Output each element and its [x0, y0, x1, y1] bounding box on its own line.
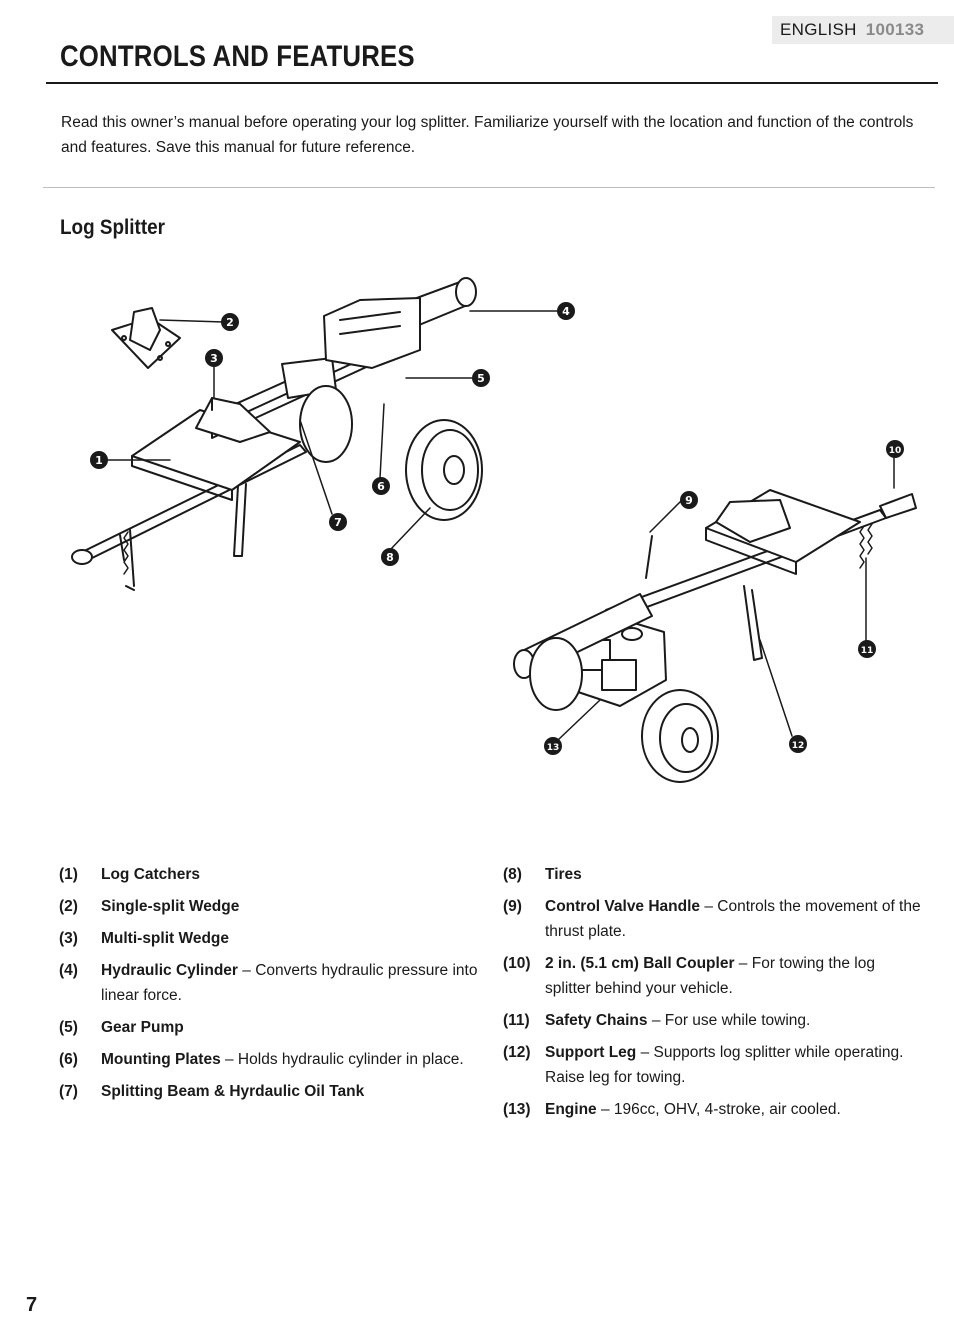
item-name: Log Catchers [101, 866, 201, 883]
callout-5-marker: 5 [472, 369, 490, 387]
list-item: (9) Control Valve Handle – Controls the m… [503, 894, 923, 944]
list-item: (7) Splitting Beam & Hyrdaulic Oil Tank [59, 1079, 479, 1104]
item-name: Hydraulic Cylinder [101, 962, 238, 979]
page-number: 7 [26, 1294, 38, 1316]
item-number: (2) [59, 898, 78, 915]
feature-list-left: (1) Log Catchers (2) Single-split Wedge (3… [59, 862, 479, 1111]
item-number: (13) [503, 1101, 531, 1118]
list-item: (5) Gear Pump [59, 1015, 479, 1040]
callout-1-label: 1 [95, 454, 103, 467]
list-item: (8) Tires [503, 862, 923, 887]
callout-5-label: 5 [477, 372, 485, 385]
item-name: Multi-split Wedge [101, 930, 230, 947]
callout-7-label: 7 [334, 516, 342, 529]
item-name: Mounting Plates [101, 1051, 221, 1068]
callout-3-label: 3 [210, 352, 218, 365]
language-tab: ENGLISH 100133 [772, 16, 954, 44]
callout-9-label: 9 [685, 494, 693, 507]
callout-2-label: 2 [226, 316, 234, 329]
callout-9-marker: 9 [680, 491, 698, 509]
callout-10-label: 10 [889, 446, 902, 456]
callout-8-label: 8 [386, 551, 394, 564]
log-splitter-illustration: 1 2 3 4 5 6 7 8 9 10 11 12 13 [71, 277, 917, 783]
callout-4-marker: 4 [557, 302, 575, 320]
callout-13-marker: 13 [544, 737, 562, 755]
list-item: (10) 2 in. (5.1 cm) Ball Coupler – For to… [503, 951, 923, 1001]
list-item: (12) Support Leg – Supports log splitter … [503, 1040, 923, 1090]
item-number: (3) [59, 930, 78, 947]
list-item: (2) Single-split Wedge [59, 894, 479, 919]
section-title: Log Splitter [60, 216, 166, 239]
item-number: (12) [503, 1044, 531, 1061]
item-number: (8) [503, 866, 522, 883]
callout-11-label: 11 [861, 646, 874, 656]
item-description: – For use while towing. [647, 1012, 811, 1029]
item-description: – 196cc, OHV, 4-stroke, air cooled. [596, 1101, 841, 1118]
item-name: Control Valve Handle [545, 898, 701, 915]
item-name: 2 in. (5.1 cm) Ball Coupler [545, 955, 735, 972]
callout-6-marker: 6 [372, 477, 390, 495]
callout-3-marker: 3 [205, 349, 223, 367]
list-item: (4) Hydraulic Cylinder – Converts hydraul… [59, 958, 479, 1008]
callout-12-label: 12 [792, 741, 805, 751]
list-item: (1) Log Catchers [59, 862, 479, 887]
callout-13-label: 13 [547, 743, 560, 753]
callout-markers: 1 2 3 4 5 6 7 8 9 10 11 12 13 [90, 302, 904, 755]
item-name: Support Leg [545, 1044, 637, 1061]
list-item: (3) Multi-split Wedge [59, 926, 479, 951]
item-description: – Supports log splitter while operating.… [545, 1044, 904, 1086]
item-description: – For towing the log splitter behind you… [545, 955, 875, 997]
item-number: (11) [503, 1012, 530, 1029]
callout-2-marker: 2 [221, 313, 239, 331]
item-description: – Holds hydraulic cylinder in place. [220, 1051, 464, 1068]
callout-7-marker: 7 [329, 513, 347, 531]
title-divider [46, 82, 938, 84]
leader-lines [105, 310, 895, 741]
item-name: Gear Pump [101, 1019, 184, 1036]
item-number: (5) [59, 1019, 78, 1036]
section-divider [43, 187, 935, 188]
list-item: (6) Mounting Plates – Holds hydraulic cyl… [59, 1047, 479, 1072]
item-number: (6) [59, 1051, 78, 1068]
callout-11-marker: 11 [858, 640, 876, 658]
callout-6-label: 6 [377, 480, 385, 493]
item-name: Engine [545, 1101, 597, 1118]
language-label: ENGLISH [780, 20, 857, 39]
model-code: 100133 [865, 20, 925, 39]
item-name: Tires [545, 866, 582, 883]
callout-8-marker: 8 [381, 548, 399, 566]
item-number: (1) [59, 866, 78, 883]
feature-list-right: (8) Tires (9) Control Valve Handle – Contr… [503, 862, 923, 1129]
tire-drawing [405, 419, 483, 521]
tire-drawing-rear [641, 689, 719, 783]
callout-1-marker: 1 [90, 451, 108, 469]
item-name: Single-split Wedge [101, 898, 240, 915]
item-number: (10) [503, 955, 531, 972]
callout-12-marker: 12 [789, 735, 807, 753]
single-split-wedge-drawing [111, 307, 181, 369]
list-item: (13) Engine – 196cc, OHV, 4-stroke, air c… [503, 1097, 923, 1122]
list-item: (11) Safety Chains – For use while towing… [503, 1008, 923, 1033]
item-number: (4) [59, 962, 78, 979]
item-description: – Controls the movement of the thrust pl… [545, 898, 921, 940]
item-name: Splitting Beam & Hyrdaulic Oil Tank [101, 1083, 365, 1100]
item-description: – Converts hydraulic pressure into linea… [101, 962, 478, 1004]
callout-4-label: 4 [562, 305, 570, 318]
page-title: CONTROLS AND FEATURES [60, 40, 415, 73]
item-number: (9) [503, 898, 522, 915]
callout-10-marker: 10 [886, 440, 904, 458]
intro-paragraph: Read this owner’s manual before operatin… [61, 114, 914, 156]
item-name: Safety Chains [545, 1012, 648, 1029]
item-number: (7) [59, 1083, 78, 1100]
